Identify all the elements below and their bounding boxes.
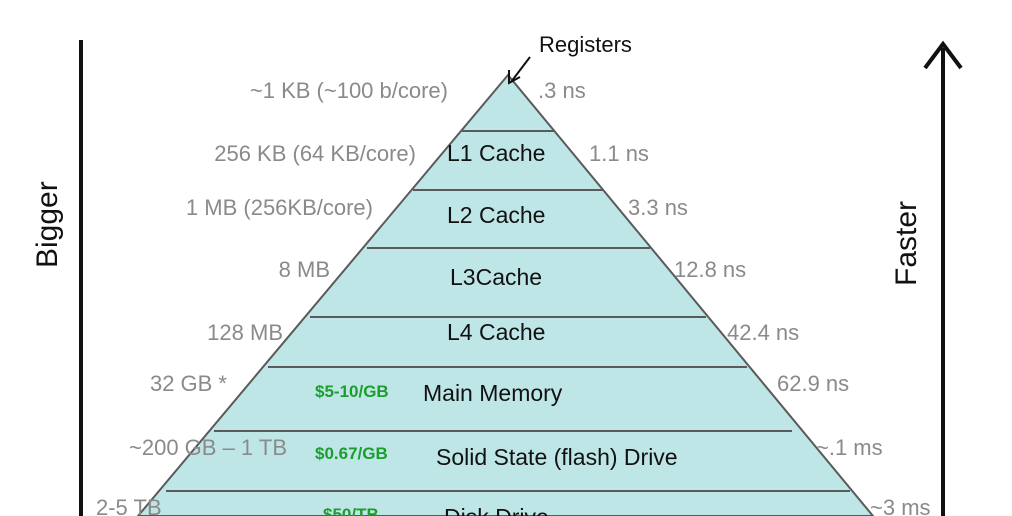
latency-label: ~.1 ms [816,435,883,460]
registers-label: Registers [539,32,632,57]
tier-name: L1 Cache [447,140,545,166]
latency-label: ~3 ms [870,495,931,516]
size-label: 8 MB [279,257,330,282]
latency-label: 42.4 ns [727,320,799,345]
faster-axis-label: Faster [890,201,923,286]
registers-pointer-arrow [510,56,531,83]
size-label: 32 GB * [150,371,227,396]
price-label: $5-10/GB [315,382,389,401]
latency-label: 1.1 ns [589,141,649,166]
latency-label: 62.9 ns [777,371,849,396]
tier-name: Solid State (flash) Drive [436,444,678,470]
price-label: $0.67/GB [315,444,388,463]
size-label: 1 MB (256KB/core) [186,195,373,220]
price-label: $50/TB [323,505,379,516]
tier-name: Disk Drive [444,504,549,516]
size-label: ~1 KB (~100 b/core) [250,78,448,103]
pyramid-body [136,73,875,516]
tier-name: Main Memory [423,380,563,406]
tier-name: L3Cache [450,264,542,290]
bigger-axis-label: Bigger [31,181,64,268]
latency-label: 3.3 ns [628,195,688,220]
size-label: ~200 GB – 1 TB [129,435,287,460]
size-label: 256 KB (64 KB/core) [214,141,416,166]
registers-pointer-arrowhead [508,70,521,85]
size-label: 128 MB [207,320,283,345]
latency-label: 12.8 ns [674,257,746,282]
latency-label: .3 ns [538,78,586,103]
size-label: 2-5 TB [96,495,162,516]
tier-name: L2 Cache [447,202,545,228]
faster-axis-arrowhead [923,40,963,70]
tier-name: L4 Cache [447,319,545,345]
